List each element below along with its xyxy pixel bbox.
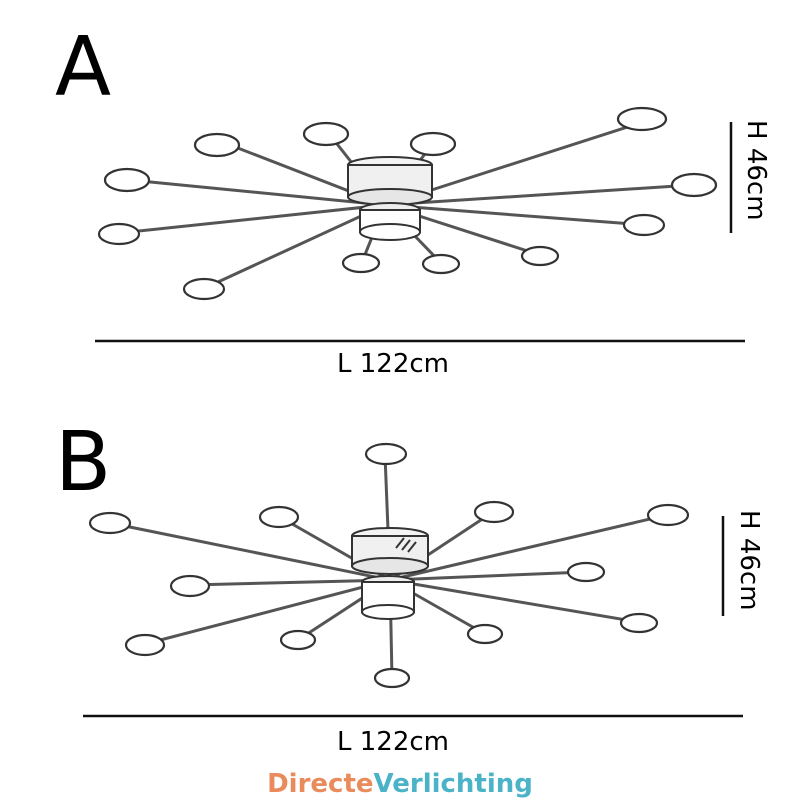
arm [204, 203, 386, 290]
arm [119, 203, 386, 235]
lamp-head [279, 629, 317, 651]
lamp-head [566, 561, 606, 583]
variant-a-canopy [347, 156, 433, 241]
lamp-head [88, 511, 132, 535]
lamp-head [622, 213, 666, 237]
lamp-head [421, 253, 461, 275]
arm [189, 578, 391, 587]
lamp-head [302, 121, 350, 147]
arm [384, 183, 693, 207]
lamp-head [466, 623, 504, 645]
variant-a-lamp-drawing [97, 106, 718, 301]
lamp-head [520, 245, 560, 267]
brand-part-1: Directe [267, 769, 373, 799]
variant-b-letter: B [55, 415, 111, 510]
variant-b-lamp-drawing [88, 442, 690, 689]
arm [144, 578, 391, 646]
variant-b-arms [109, 454, 668, 679]
variant-a-height-label: H 46cm [741, 120, 771, 221]
lamp-head [364, 442, 408, 466]
variant-b-length-label: L 122cm [337, 727, 449, 757]
brand-part-2: Verlichting [374, 769, 533, 799]
lamp-head [182, 277, 226, 301]
arm [384, 203, 646, 227]
variant-b-canopy [351, 527, 429, 620]
arm [389, 578, 639, 624]
lamp-head [619, 612, 659, 634]
brand-wordmark: DirecteVerlichting [267, 769, 533, 799]
variant-b-lamp-heads [88, 442, 690, 689]
lamp-head [97, 222, 141, 246]
arm [109, 521, 391, 582]
arm [129, 178, 386, 207]
variant-a-length-label: L 122cm [337, 349, 449, 379]
arm [389, 513, 668, 582]
lamp-head [103, 167, 151, 193]
lamp-head [473, 500, 515, 524]
lamp-head [193, 132, 241, 158]
lamp-head [616, 106, 668, 132]
lamp-head [341, 252, 381, 274]
lamp-head [409, 131, 457, 157]
lamp-head [670, 172, 718, 198]
variant-b-height-label: H 46cm [734, 510, 764, 611]
variant-a: A [55, 20, 771, 379]
variant-a-lamp-heads [97, 106, 718, 301]
brand-logo: DirecteVerlichting [267, 769, 533, 799]
variant-b: B [55, 415, 764, 757]
lamp-head [169, 574, 211, 598]
variant-a-letter: A [55, 20, 111, 115]
lamp-head [124, 633, 166, 657]
lamp-head [646, 503, 690, 527]
lamp-head [373, 667, 411, 689]
arm [389, 570, 586, 582]
lamp-head [258, 505, 300, 529]
